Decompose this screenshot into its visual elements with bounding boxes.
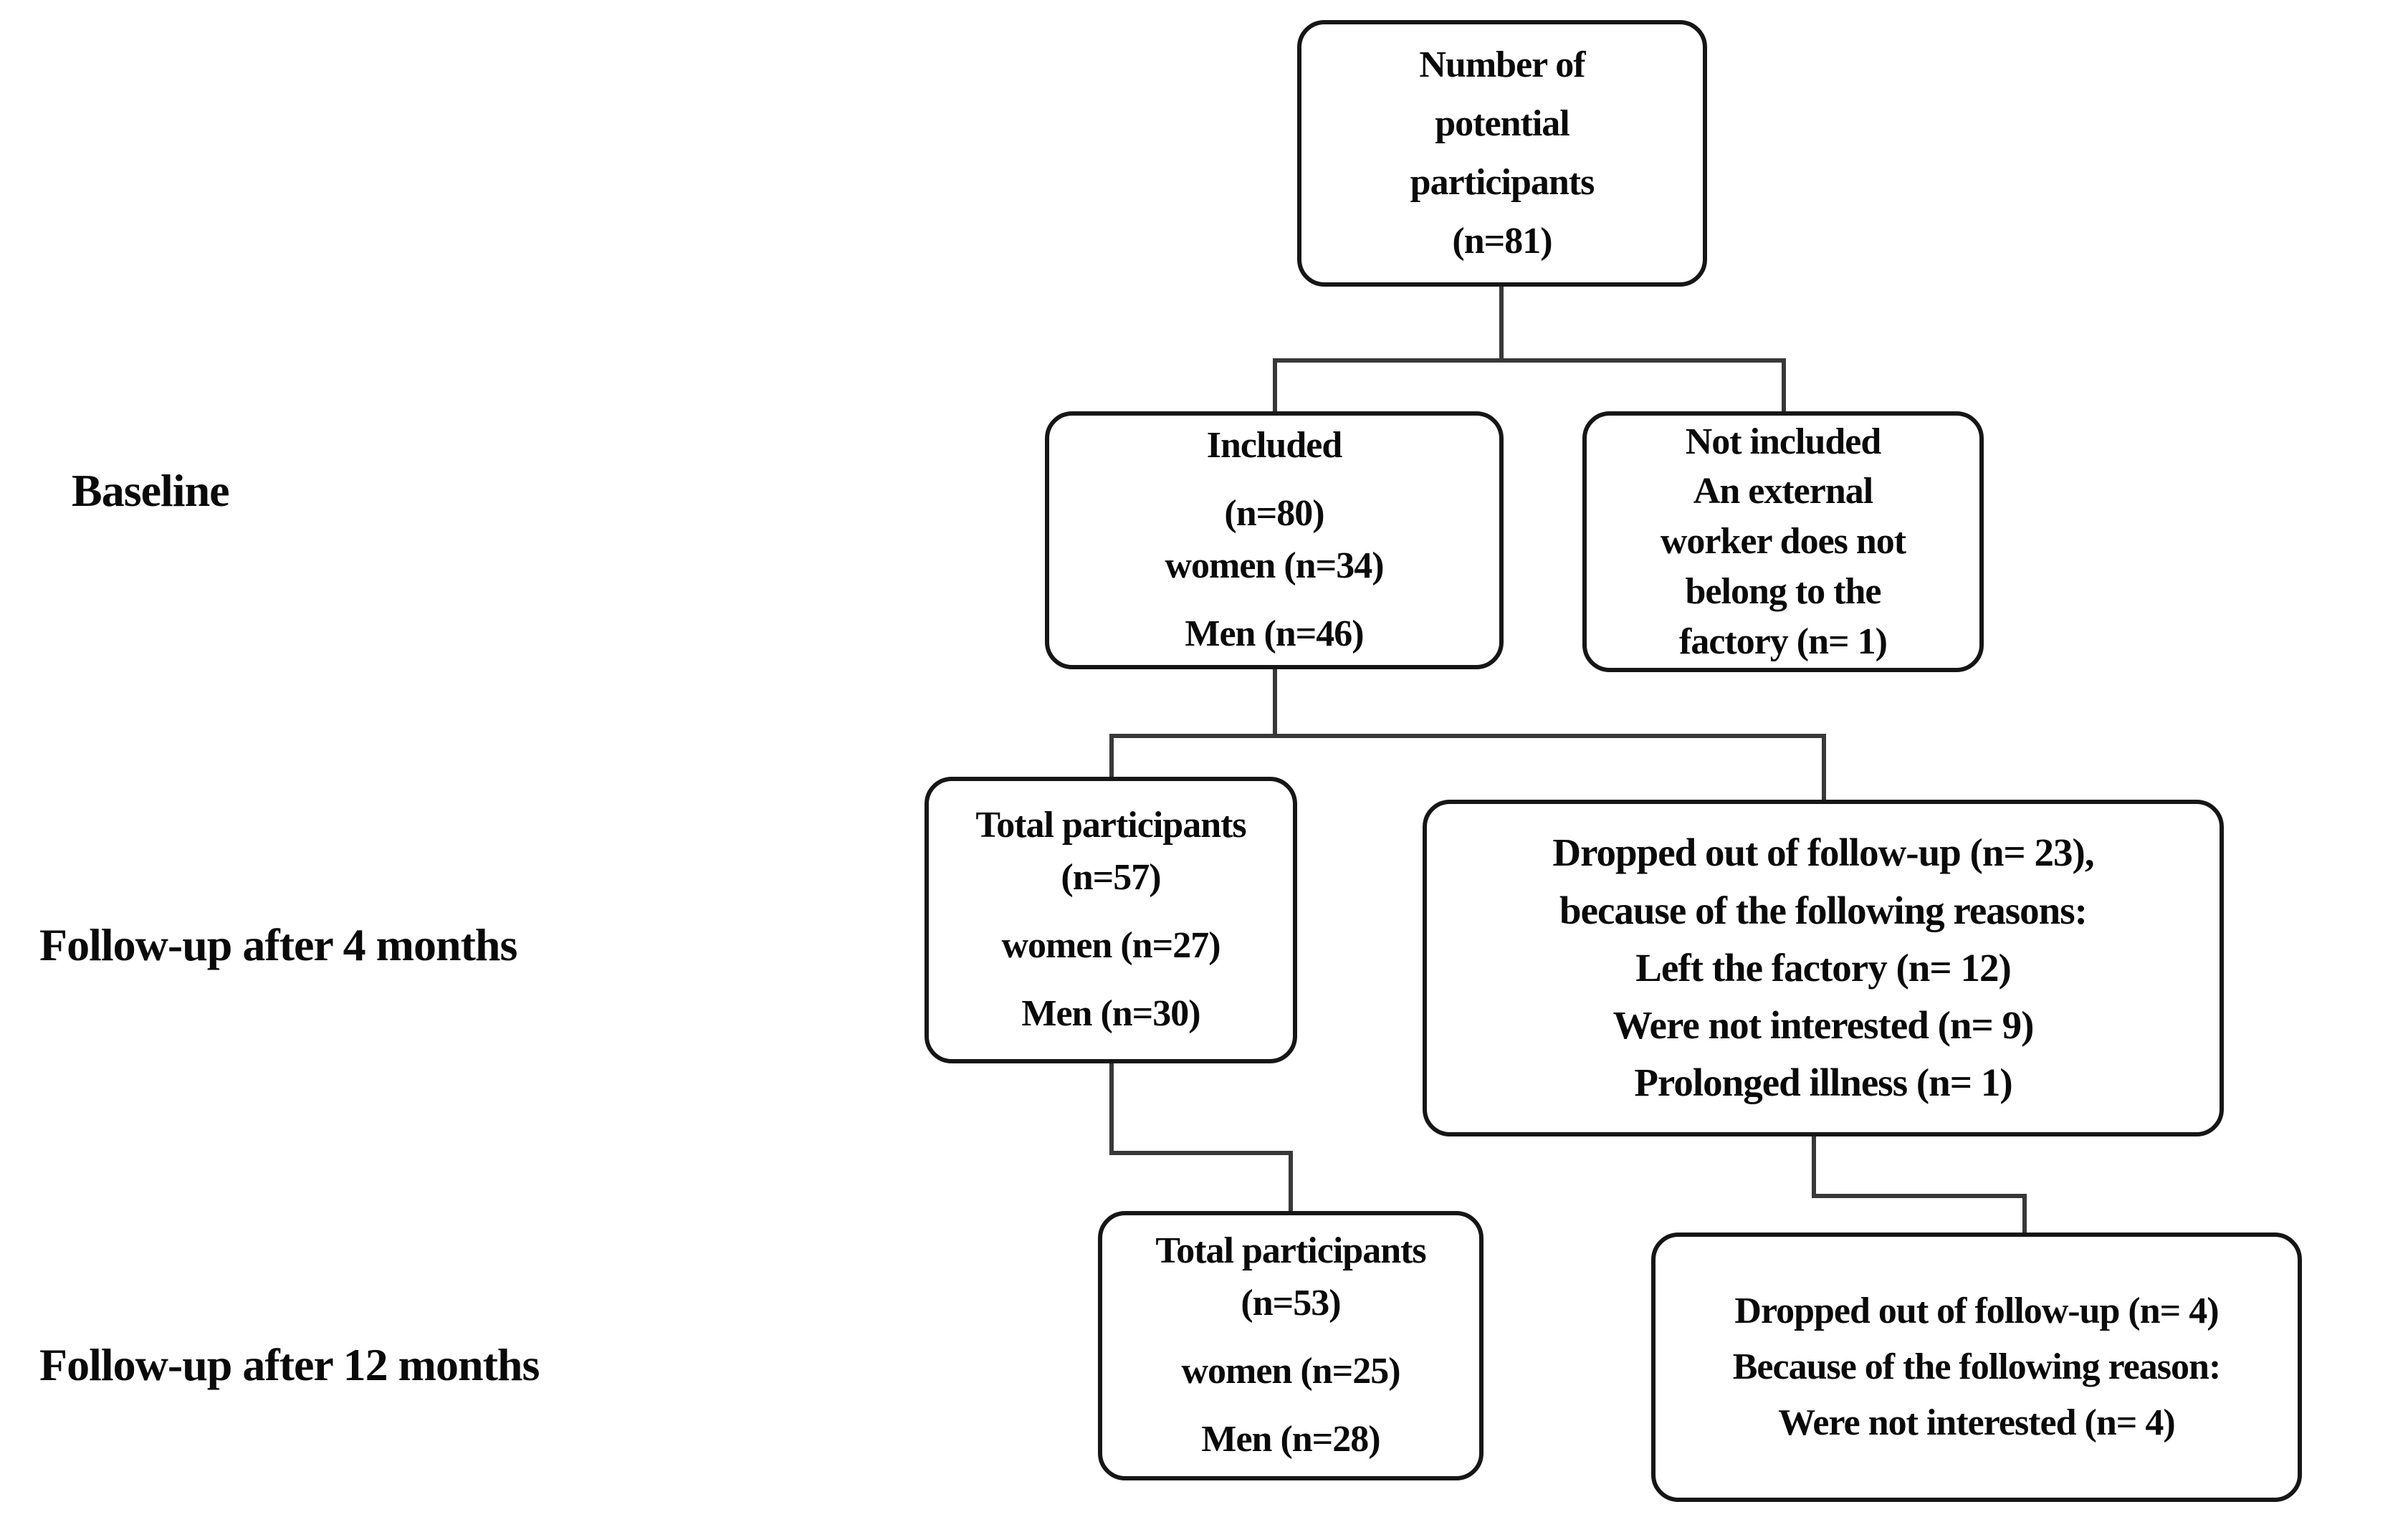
connector-row3-horizontal	[1109, 734, 1826, 738]
stage-label-followup-12-months: Follow-up after 12 months	[39, 1339, 540, 1390]
connector-drop-dropped-12m	[2022, 1194, 2027, 1234]
box-line: Men (n=28)	[1201, 1418, 1380, 1460]
box-line: (n=53)	[1241, 1283, 1341, 1324]
box-line: Dropped out of follow-up (n= 4)	[1734, 1291, 2219, 1331]
box-line: women (n=25)	[1181, 1351, 1400, 1392]
box-line: (n=80)	[1224, 493, 1324, 535]
box-line: Total participants	[1155, 1230, 1426, 1272]
box-line: Men (n=30)	[1021, 992, 1200, 1034]
box-total-participants-4-months: Total participants (n=57) women (n=27) M…	[924, 777, 1297, 1063]
box-dropped-out-12-months: Dropped out of follow-up (n= 4) Because …	[1651, 1233, 2302, 1502]
connector-top-vertical	[1499, 285, 1504, 361]
box-line: because of the following reasons:	[1559, 888, 2088, 932]
connector-dropped4m-vertical	[1812, 1134, 1816, 1198]
box-potential-participants: Number of potential participants (n=81)	[1297, 20, 1707, 287]
box-line: Because of the following reason:	[1732, 1346, 2222, 1387]
connector-drop-total-12m	[1289, 1151, 1293, 1211]
box-not-included: Not included An external worker does not…	[1582, 411, 1984, 672]
box-line: worker does not	[1660, 521, 1906, 563]
box-line: Number of	[1419, 44, 1585, 85]
box-line: Left the factory (n= 12)	[1635, 945, 2012, 990]
box-total-participants-12-months: Total participants (n=53) women (n=25) M…	[1098, 1211, 1484, 1480]
box-line: Were not interested (n= 4)	[1778, 1402, 2175, 1443]
connector-dropped12m-horizontal	[1812, 1194, 2027, 1198]
stage-label-followup-4-months: Follow-up after 4 months	[39, 919, 517, 970]
box-line: potential	[1435, 102, 1570, 144]
box-line: Were not interested (n= 9)	[1612, 1003, 2035, 1048]
connector-drop-dropped-4m	[1822, 734, 1826, 804]
box-line: Prolonged illness (n= 1)	[1634, 1061, 2012, 1105]
box-line: Not included	[1685, 421, 1882, 462]
box-line: Men (n=46)	[1185, 613, 1364, 654]
box-line: women (n=27)	[1001, 925, 1220, 966]
box-line: (n=57)	[1061, 857, 1161, 899]
box-line: factory (n= 1)	[1679, 621, 1888, 662]
connector-total12m-horizontal	[1109, 1151, 1293, 1155]
box-line: Dropped out of follow-up (n= 23),	[1552, 831, 2094, 875]
connector-drop-not-included	[1782, 358, 1786, 416]
connector-total4m-vertical	[1109, 1061, 1114, 1155]
box-line: participants	[1410, 162, 1595, 203]
connector-row2-horizontal	[1273, 358, 1786, 363]
connector-included-vertical	[1273, 666, 1277, 737]
box-line: An external	[1693, 471, 1873, 512]
connector-drop-total-4m	[1109, 734, 1114, 781]
box-dropped-out-4-months: Dropped out of follow-up (n= 23), becaus…	[1423, 800, 2224, 1136]
connector-drop-included	[1273, 358, 1277, 416]
stage-label-baseline: Baseline	[72, 465, 230, 516]
box-line: Included	[1206, 425, 1343, 466]
box-line: women (n=34)	[1165, 545, 1384, 586]
box-line: belong to the	[1685, 570, 1882, 612]
box-included: Included (n=80) women (n=34) Men (n=46)	[1045, 411, 1504, 669]
box-line: Total participants	[975, 805, 1246, 846]
box-line: (n=81)	[1452, 221, 1552, 262]
